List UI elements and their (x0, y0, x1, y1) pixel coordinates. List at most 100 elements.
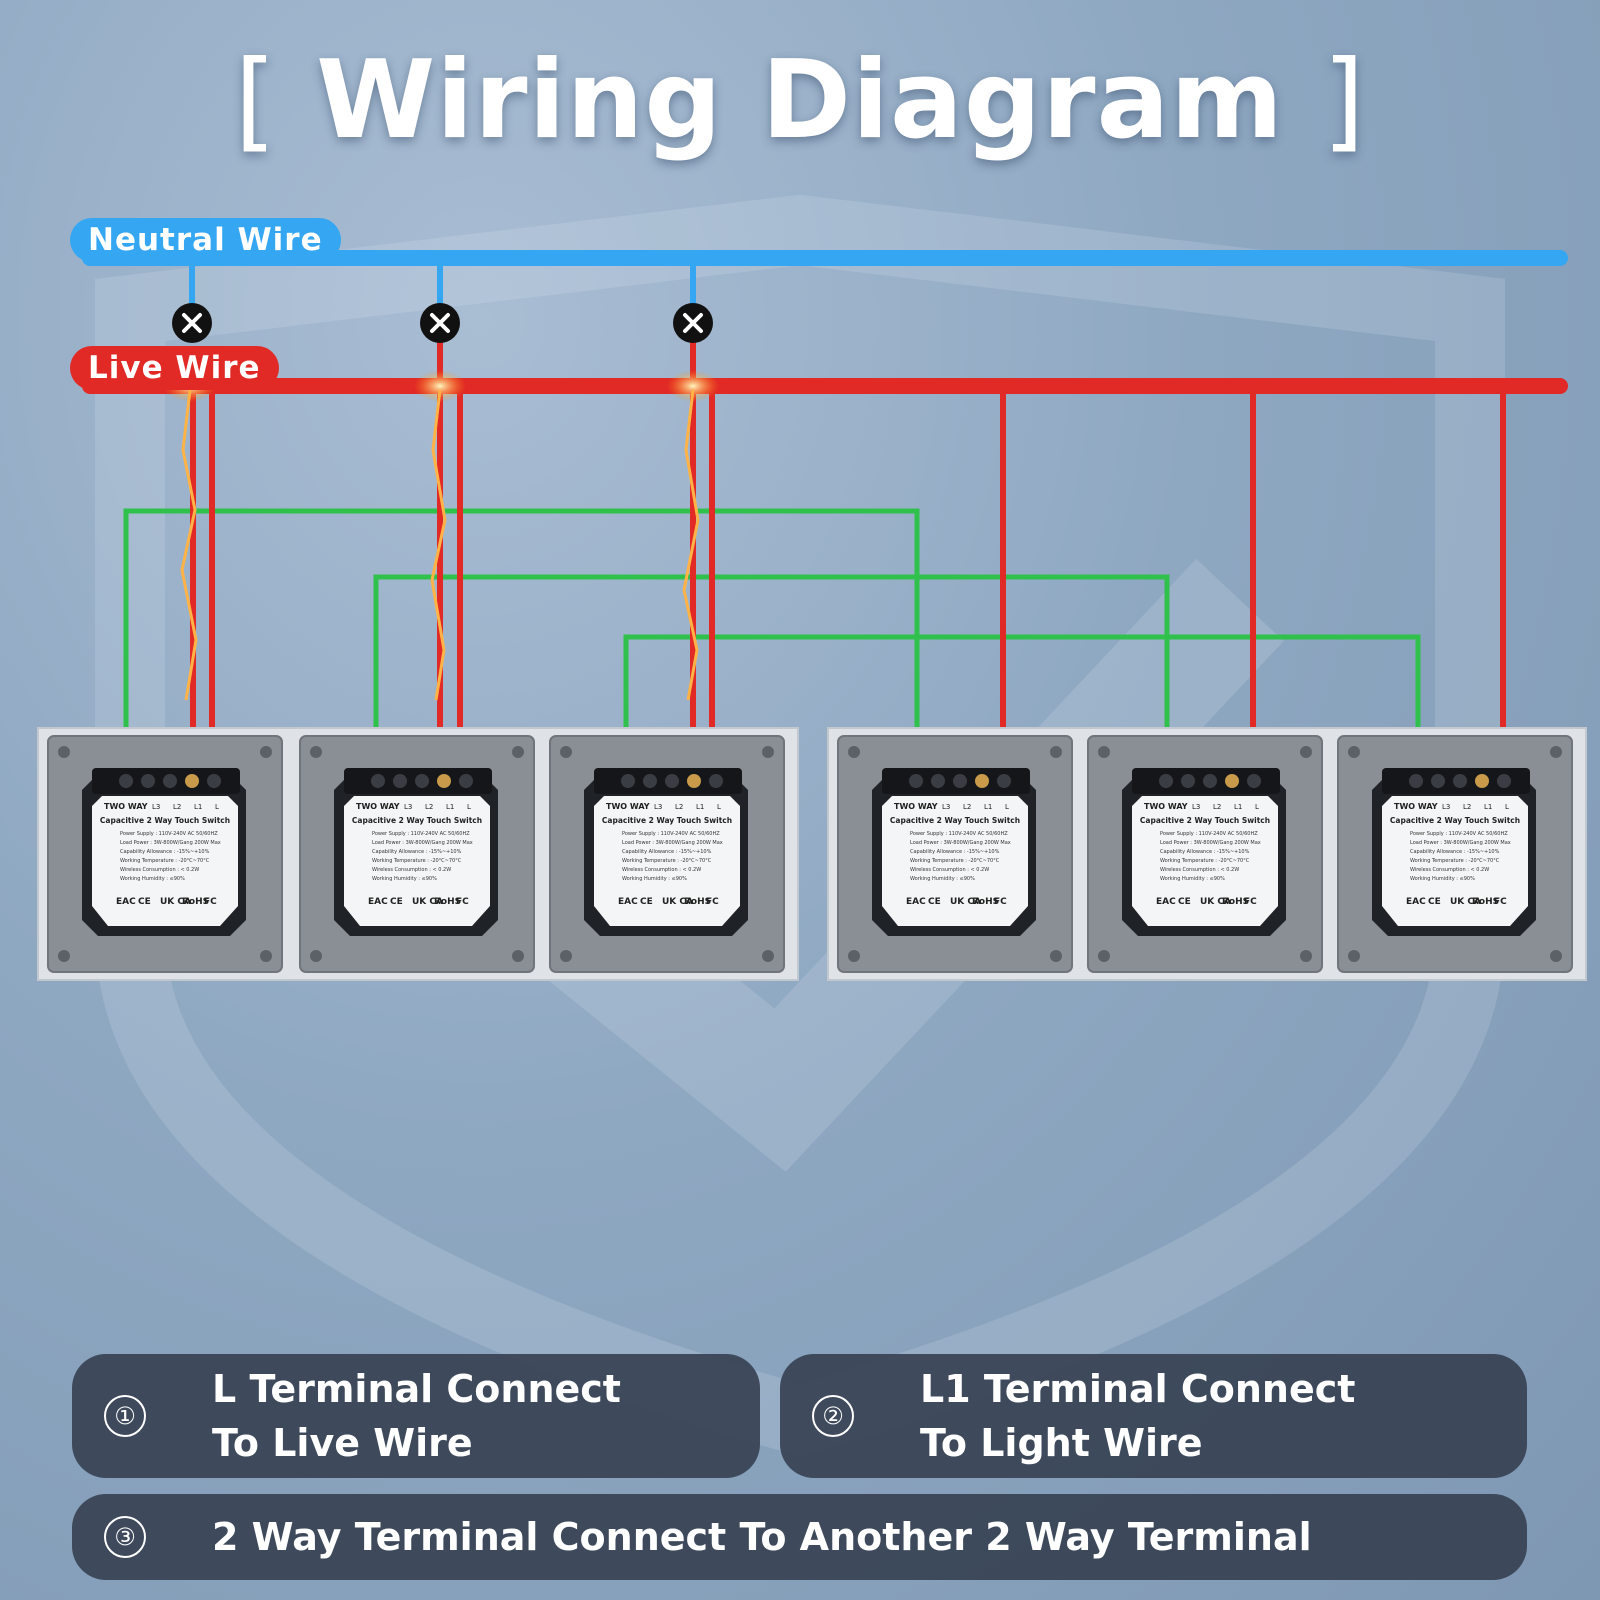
cert-mark: CE (640, 897, 653, 907)
step-number-2: ② (812, 1395, 854, 1437)
switch-spec-line: Capability Allowance : -15%~+10% (372, 849, 462, 855)
terminal-label: L2 (963, 803, 971, 811)
switch-spec-line: Working Humidity : ≤90% (1410, 876, 1475, 882)
switch-spec-label (594, 796, 740, 926)
two-way-link-2-5 (373, 574, 1170, 792)
terminal-screw-icon (687, 774, 701, 788)
terminal-screw-icon (163, 774, 177, 788)
screw-hole-icon (560, 746, 572, 758)
cert-mark: RoHS (1222, 897, 1249, 907)
screw-hole-icon (1550, 950, 1562, 962)
cert-mark: EAC (116, 897, 136, 907)
terminal-screw-icon (1475, 774, 1489, 788)
terminal-label: L2 (1463, 803, 1471, 811)
switch-spec-line: Load Power : 3W-800W/Gang 200W Max (1410, 840, 1511, 846)
switch-brand: TWO WAY (1394, 802, 1438, 811)
switch-spec-line: Wireless Consumption : < 0.2W (1160, 867, 1239, 873)
switch-brand: TWO WAY (1144, 802, 1188, 811)
step-number-1: ① (104, 1395, 146, 1437)
terminal-screw-icon (1497, 774, 1511, 788)
cert-mark: EAC (368, 897, 388, 907)
switch-spec-line: Working Humidity : ≤90% (910, 876, 975, 882)
spark-effects (164, 370, 719, 701)
screw-hole-icon (512, 950, 524, 962)
switch-spec-line: Working Humidity : ≤90% (1160, 876, 1225, 882)
switch-model: Capacitive 2 Way Touch Switch (602, 816, 732, 825)
terminal-label: L2 (173, 803, 181, 811)
terminal-label: L3 (404, 803, 412, 811)
cert-mark: RoHS (434, 897, 461, 907)
terminal-label: L1 (1234, 803, 1242, 811)
cert-mark: RoHS (182, 897, 209, 907)
terminal-screw-icon (415, 774, 429, 788)
switch-spec-line: Working Temperature : -20°C~70°C (120, 858, 210, 864)
screw-hole-icon (1348, 746, 1360, 758)
junction-cross-icon (420, 303, 460, 343)
screw-hole-icon (848, 950, 860, 962)
terminal-label: L2 (425, 803, 433, 811)
wire-junctions (172, 303, 713, 343)
page-title: [ Wiring Diagram ] (234, 38, 1366, 163)
terminal-screw-icon (975, 774, 989, 788)
switch-spec-line: Capability Allowance : -15%~+10% (120, 849, 210, 855)
terminal-screw-icon (1409, 774, 1423, 788)
lightning-icon (180, 389, 198, 701)
lightning-icon (430, 389, 447, 701)
terminal-screw-icon (1159, 774, 1173, 788)
cert-mark: RoHS (684, 897, 711, 907)
neutral-wire-label: Neutral Wire (70, 218, 341, 262)
cert-mark: CE (1428, 897, 1441, 907)
switch-spec-label (1132, 796, 1278, 926)
cert-mark: CE (390, 897, 403, 907)
cert-mark: UK CA (662, 897, 693, 907)
terminal-screw-icon (119, 774, 133, 788)
switch-brand: TWO WAY (894, 802, 938, 811)
switch-spec-line: Wireless Consumption : < 0.2W (622, 867, 701, 873)
terminal-label: L3 (1442, 803, 1450, 811)
switch-modules: TWO WAY L3 L2 L1 L Capacitive 2 Way Touch Swi… (47, 735, 1573, 973)
switch-spec-line: Power Supply : 110V-240V AC 50/60HZ (1410, 831, 1508, 837)
switch-spec-line: Load Power : 3W-800W/Gang 200W Max (622, 840, 723, 846)
screw-hole-icon (762, 746, 774, 758)
neutral-wire-group (82, 250, 1568, 310)
screw-hole-icon (58, 746, 70, 758)
screw-hole-icon (58, 950, 70, 962)
screw-hole-icon (512, 746, 524, 758)
terminal-label: L (1255, 803, 1259, 811)
switch-spec-label (92, 796, 238, 926)
switch-spec-line: Working Humidity : ≤90% (372, 876, 437, 882)
two-way-links (123, 508, 1421, 792)
switch-spec-line: Working Temperature : -20°C~70°C (622, 858, 712, 864)
switch-brand: TWO WAY (104, 802, 148, 811)
switch-model: Capacitive 2 Way Touch Switch (890, 816, 1020, 825)
switch-spec-line: Wireless Consumption : < 0.2W (372, 867, 451, 873)
note-text: 2 Way Terminal Connect To Another 2 Way … (212, 1515, 1312, 1559)
terminal-label: L1 (194, 803, 202, 811)
note-two-way-terminal: ③ 2 Way Terminal Connect To Another 2 Wa… (72, 1494, 1527, 1580)
switch-spec-line: Load Power : 3W-800W/Gang 200W Max (120, 840, 221, 846)
screw-hole-icon (1098, 950, 1110, 962)
switch-spec-line: Power Supply : 110V-240V AC 50/60HZ (622, 831, 720, 837)
terminal-label: L (1505, 803, 1509, 811)
terminal-screw-icon (643, 774, 657, 788)
terminal-label: L1 (984, 803, 992, 811)
cert-mark: CE (1178, 897, 1191, 907)
switch-spec-label (344, 796, 490, 926)
terminal-screw-icon (1431, 774, 1445, 788)
cert-mark: EAC (1406, 897, 1426, 907)
switch-spec-line: Working Temperature : -20°C~70°C (372, 858, 462, 864)
screw-hole-icon (1050, 950, 1062, 962)
cert-mark: FC (1244, 897, 1257, 907)
screw-hole-icon (310, 950, 322, 962)
terminal-screw-icon (953, 774, 967, 788)
terminal-screw-icon (459, 774, 473, 788)
note-l1-terminal: ② L1 Terminal Connect To Light Wire (780, 1354, 1527, 1478)
switch-model: Capacitive 2 Way Touch Switch (1390, 816, 1520, 825)
cert-mark: FC (456, 897, 469, 907)
switch-spec-line: Capability Allowance : -15%~+10% (1410, 849, 1500, 855)
cert-mark: RoHS (1472, 897, 1499, 907)
